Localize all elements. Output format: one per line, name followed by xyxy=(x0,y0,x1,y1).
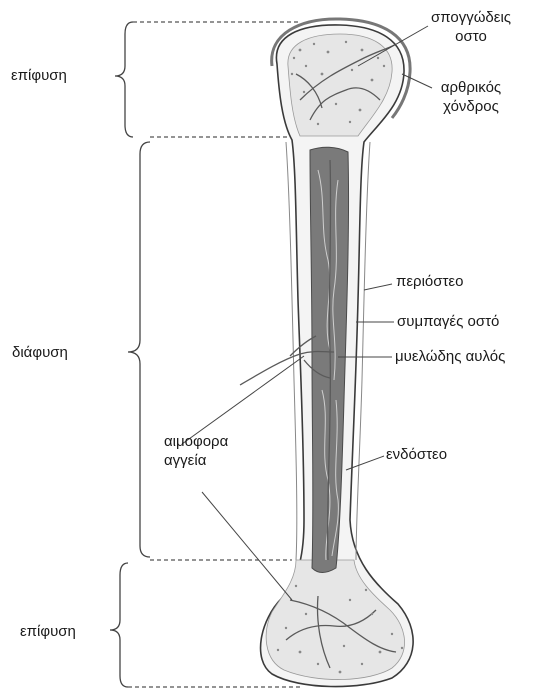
brace-diaphysis xyxy=(128,142,150,557)
blood-vessels-label-line1: αιμοφορα xyxy=(164,432,228,451)
spongy-bone-bottom xyxy=(266,560,404,680)
epiphysis-bottom-label: επίφυση xyxy=(20,622,76,641)
brace-epiphysis-top xyxy=(115,22,133,137)
epiphysis-top-label: επίφυση xyxy=(11,66,67,85)
blood-vessels-label-line2: αγγεία xyxy=(164,451,228,470)
section-dashed-lines xyxy=(128,22,300,687)
compact-bone-label: συμπαγές οστό xyxy=(397,312,499,331)
diaphysis-label: διάφυση xyxy=(12,343,68,362)
periosteum-label: περιόστεο xyxy=(396,272,463,291)
spongy-bone-label-line1: σπογγώδεις xyxy=(423,8,519,27)
articular-cartilage-label-line2: χόνδρος xyxy=(426,97,516,116)
articular-cartilage-label-line1: αρθρικός xyxy=(426,78,516,97)
endosteum-label: ενδόστεο xyxy=(386,445,447,464)
blood-vessels-label: αιμοφορα αγγεία xyxy=(164,432,228,470)
medullary-cavity-label: μυελώδης αυλός xyxy=(395,347,505,366)
spongy-bone-label: σπογγώδεις οστο xyxy=(423,8,519,46)
brace-epiphysis-bottom xyxy=(110,563,128,687)
articular-cartilage-label: αρθρικός χόνδρος xyxy=(426,78,516,116)
spongy-bone-label-line2: οστο xyxy=(423,27,519,46)
